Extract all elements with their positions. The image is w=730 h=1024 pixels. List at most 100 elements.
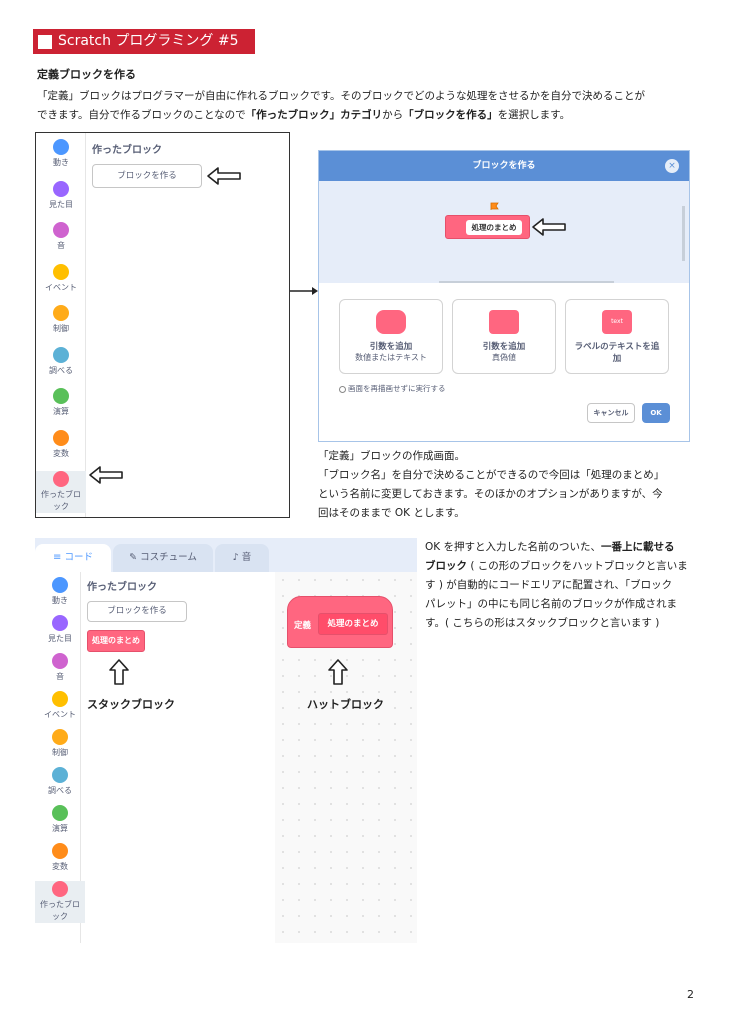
stack-block[interactable]: 処理のまとめ (87, 630, 145, 652)
category-dot-icon (53, 222, 69, 238)
arrow-up-icon (109, 659, 129, 685)
intro-paragraph: 「定義」ブロックはプログラマーが自由に作れるブロックです。そのブロックでどのよう… (37, 87, 697, 125)
option-sublabel: 真偽値 (492, 353, 516, 362)
category-label: 調べる (48, 786, 72, 795)
flag-icon (490, 202, 499, 210)
category-label: 動き (53, 158, 69, 167)
category-label: 動き (52, 596, 68, 605)
category-dot-icon (52, 805, 68, 821)
category-label: イベント (44, 710, 76, 719)
horizontal-scrollbar[interactable] (439, 281, 614, 283)
category-4[interactable]: イベント (35, 691, 85, 720)
side-line: パレット」の中にも同じ名前のブロックが作成されま (425, 598, 677, 610)
page-title: Scratch プログラミング #5 (33, 29, 255, 54)
code-area[interactable]: 定義 処理のまとめ ハットブロック (275, 572, 417, 943)
side-line: す。( こちらの形はスタックブロックと言います ) (425, 617, 660, 629)
category-dot-icon (53, 471, 69, 487)
category-label: 作ったブロック (41, 490, 81, 511)
category-dot-icon (52, 767, 68, 783)
arrow-up-icon (328, 659, 348, 685)
dialog-header: ブロックを作る (319, 151, 689, 181)
hat-block[interactable]: 定義 処理のまとめ (287, 596, 393, 648)
caption-line: 「ブロック名」を自分で決めることができるので今回は「処理のまとめ」 (318, 469, 665, 481)
cancel-button[interactable]: キャンセル (587, 403, 635, 423)
category-7[interactable]: 演算 (35, 805, 85, 834)
category-dot-icon (52, 691, 68, 707)
category-3[interactable]: 音 (35, 653, 85, 682)
category-5[interactable]: 制御 (36, 305, 86, 334)
category-4[interactable]: イベント (36, 263, 86, 293)
ok-button[interactable]: OK (642, 403, 670, 423)
page-title-text: Scratch プログラミング #5 (58, 33, 239, 49)
intro-text: から (382, 109, 404, 121)
code-editor-screenshot: ≡ コード ✎ コスチューム ♪ 音 動き見た目音イベント制御調べる演算変数作っ… (35, 538, 417, 943)
arrow-left-icon (89, 466, 123, 484)
add-input-number-text-option[interactable]: 引数を追加 数値またはテキスト (339, 299, 443, 374)
category-9[interactable]: 作ったブロック (36, 471, 86, 513)
side-line: す ) が自動的にコードエリアに配置され、「ブロック (425, 579, 673, 591)
palette-title: 作ったブロック (87, 582, 157, 593)
input-oval-icon (376, 310, 406, 334)
side-explanation: OK を押すと入力した名前のついた、一番上に載せる ブロック ( この形のブロッ… (425, 538, 697, 633)
intro-text: できます。自分で作るブロックのことなので (37, 109, 246, 121)
category-dot-icon (53, 305, 69, 321)
category-dot-icon (52, 729, 68, 745)
side-text: ( この形のブロックをハットブロックと言いま (467, 560, 688, 572)
category-label: 音 (56, 672, 64, 681)
block-name-input[interactable]: 処理のまとめ (466, 220, 522, 235)
close-icon[interactable]: × (665, 159, 679, 173)
intro-text: を選択します。 (497, 109, 571, 121)
brush-icon: ✎ (129, 552, 141, 563)
palette-title: 作ったブロック (92, 145, 162, 156)
intro-line-1: 「定義」ブロックはプログラマーが自由に作れるブロックです。そのブロックでどのよう… (37, 90, 645, 102)
arrow-left-icon (532, 218, 566, 236)
category-dot-icon (53, 429, 69, 446)
category-8[interactable]: 変数 (35, 843, 85, 872)
stack-block-label: スタックブロック (87, 698, 175, 711)
category-label: 見た目 (48, 634, 72, 643)
run-without-refresh-checkbox[interactable]: 画面を再描画せずに実行する (339, 383, 446, 394)
arrow-left-icon (207, 167, 241, 185)
hat-block-label: ハットブロック (307, 698, 384, 711)
tab-sound[interactable]: ♪ 音 (215, 544, 269, 572)
category-dot-icon (53, 388, 69, 404)
category-5[interactable]: 制御 (35, 729, 85, 758)
category-column: 動き見た目音イベント制御調べる演算変数作ったブロック (36, 133, 86, 517)
speaker-icon: ♪ (232, 552, 242, 563)
category-label: 調べる (49, 365, 73, 375)
vertical-scrollbar[interactable] (682, 206, 685, 261)
title-square-icon (38, 34, 52, 49)
category-7[interactable]: 演算 (36, 388, 86, 417)
category-6[interactable]: 調べる (35, 767, 85, 796)
category-2[interactable]: 見た目 (35, 615, 85, 644)
category-8[interactable]: 変数 (36, 429, 86, 459)
category-dot-icon (53, 346, 69, 363)
category-9[interactable]: 作ったブロック (35, 881, 85, 923)
tab-costume[interactable]: ✎ コスチューム (113, 544, 213, 572)
checkbox-icon (339, 385, 346, 393)
intro-line-2: できます。自分で作るブロックのことなので「作ったブロック」カテゴリから「ブロック… (37, 106, 697, 125)
caption-line: 回はそのままで OK とします。 (318, 507, 465, 519)
category-2[interactable]: 見た目 (36, 180, 86, 210)
category-label: 制御 (52, 748, 68, 757)
tab-code[interactable]: ≡ コード (35, 544, 111, 572)
option-label: 引数を追加 (482, 342, 526, 352)
page-number: 2 (687, 988, 694, 1001)
make-block-button[interactable]: ブロックを作る (87, 601, 187, 622)
category-1[interactable]: 動き (35, 577, 85, 606)
category-3[interactable]: 音 (36, 222, 86, 251)
add-label-text-option[interactable]: text ラベルのテキストを追 加 (565, 299, 669, 374)
category-dot-icon (52, 577, 68, 593)
category-dot-icon (53, 263, 69, 280)
add-input-boolean-option[interactable]: 引数を追加 真偽値 (452, 299, 556, 374)
category-6[interactable]: 調べる (36, 346, 86, 376)
tab-label: 音 (241, 552, 252, 563)
category-column: 動き見た目音イベント制御調べる演算変数作ったブロック (35, 572, 85, 943)
make-block-button[interactable]: ブロックを作る (92, 164, 202, 188)
category-label: 制御 (53, 324, 69, 333)
input-hexagon-icon (489, 310, 519, 334)
side-text: OK を押すと入力した名前のついた、 (425, 541, 601, 553)
side-line: OK を押すと入力した名前のついた、一番上に載せる (425, 538, 697, 557)
category-1[interactable]: 動き (36, 139, 86, 168)
option-label: ラベルのテキストを追 (574, 342, 660, 352)
